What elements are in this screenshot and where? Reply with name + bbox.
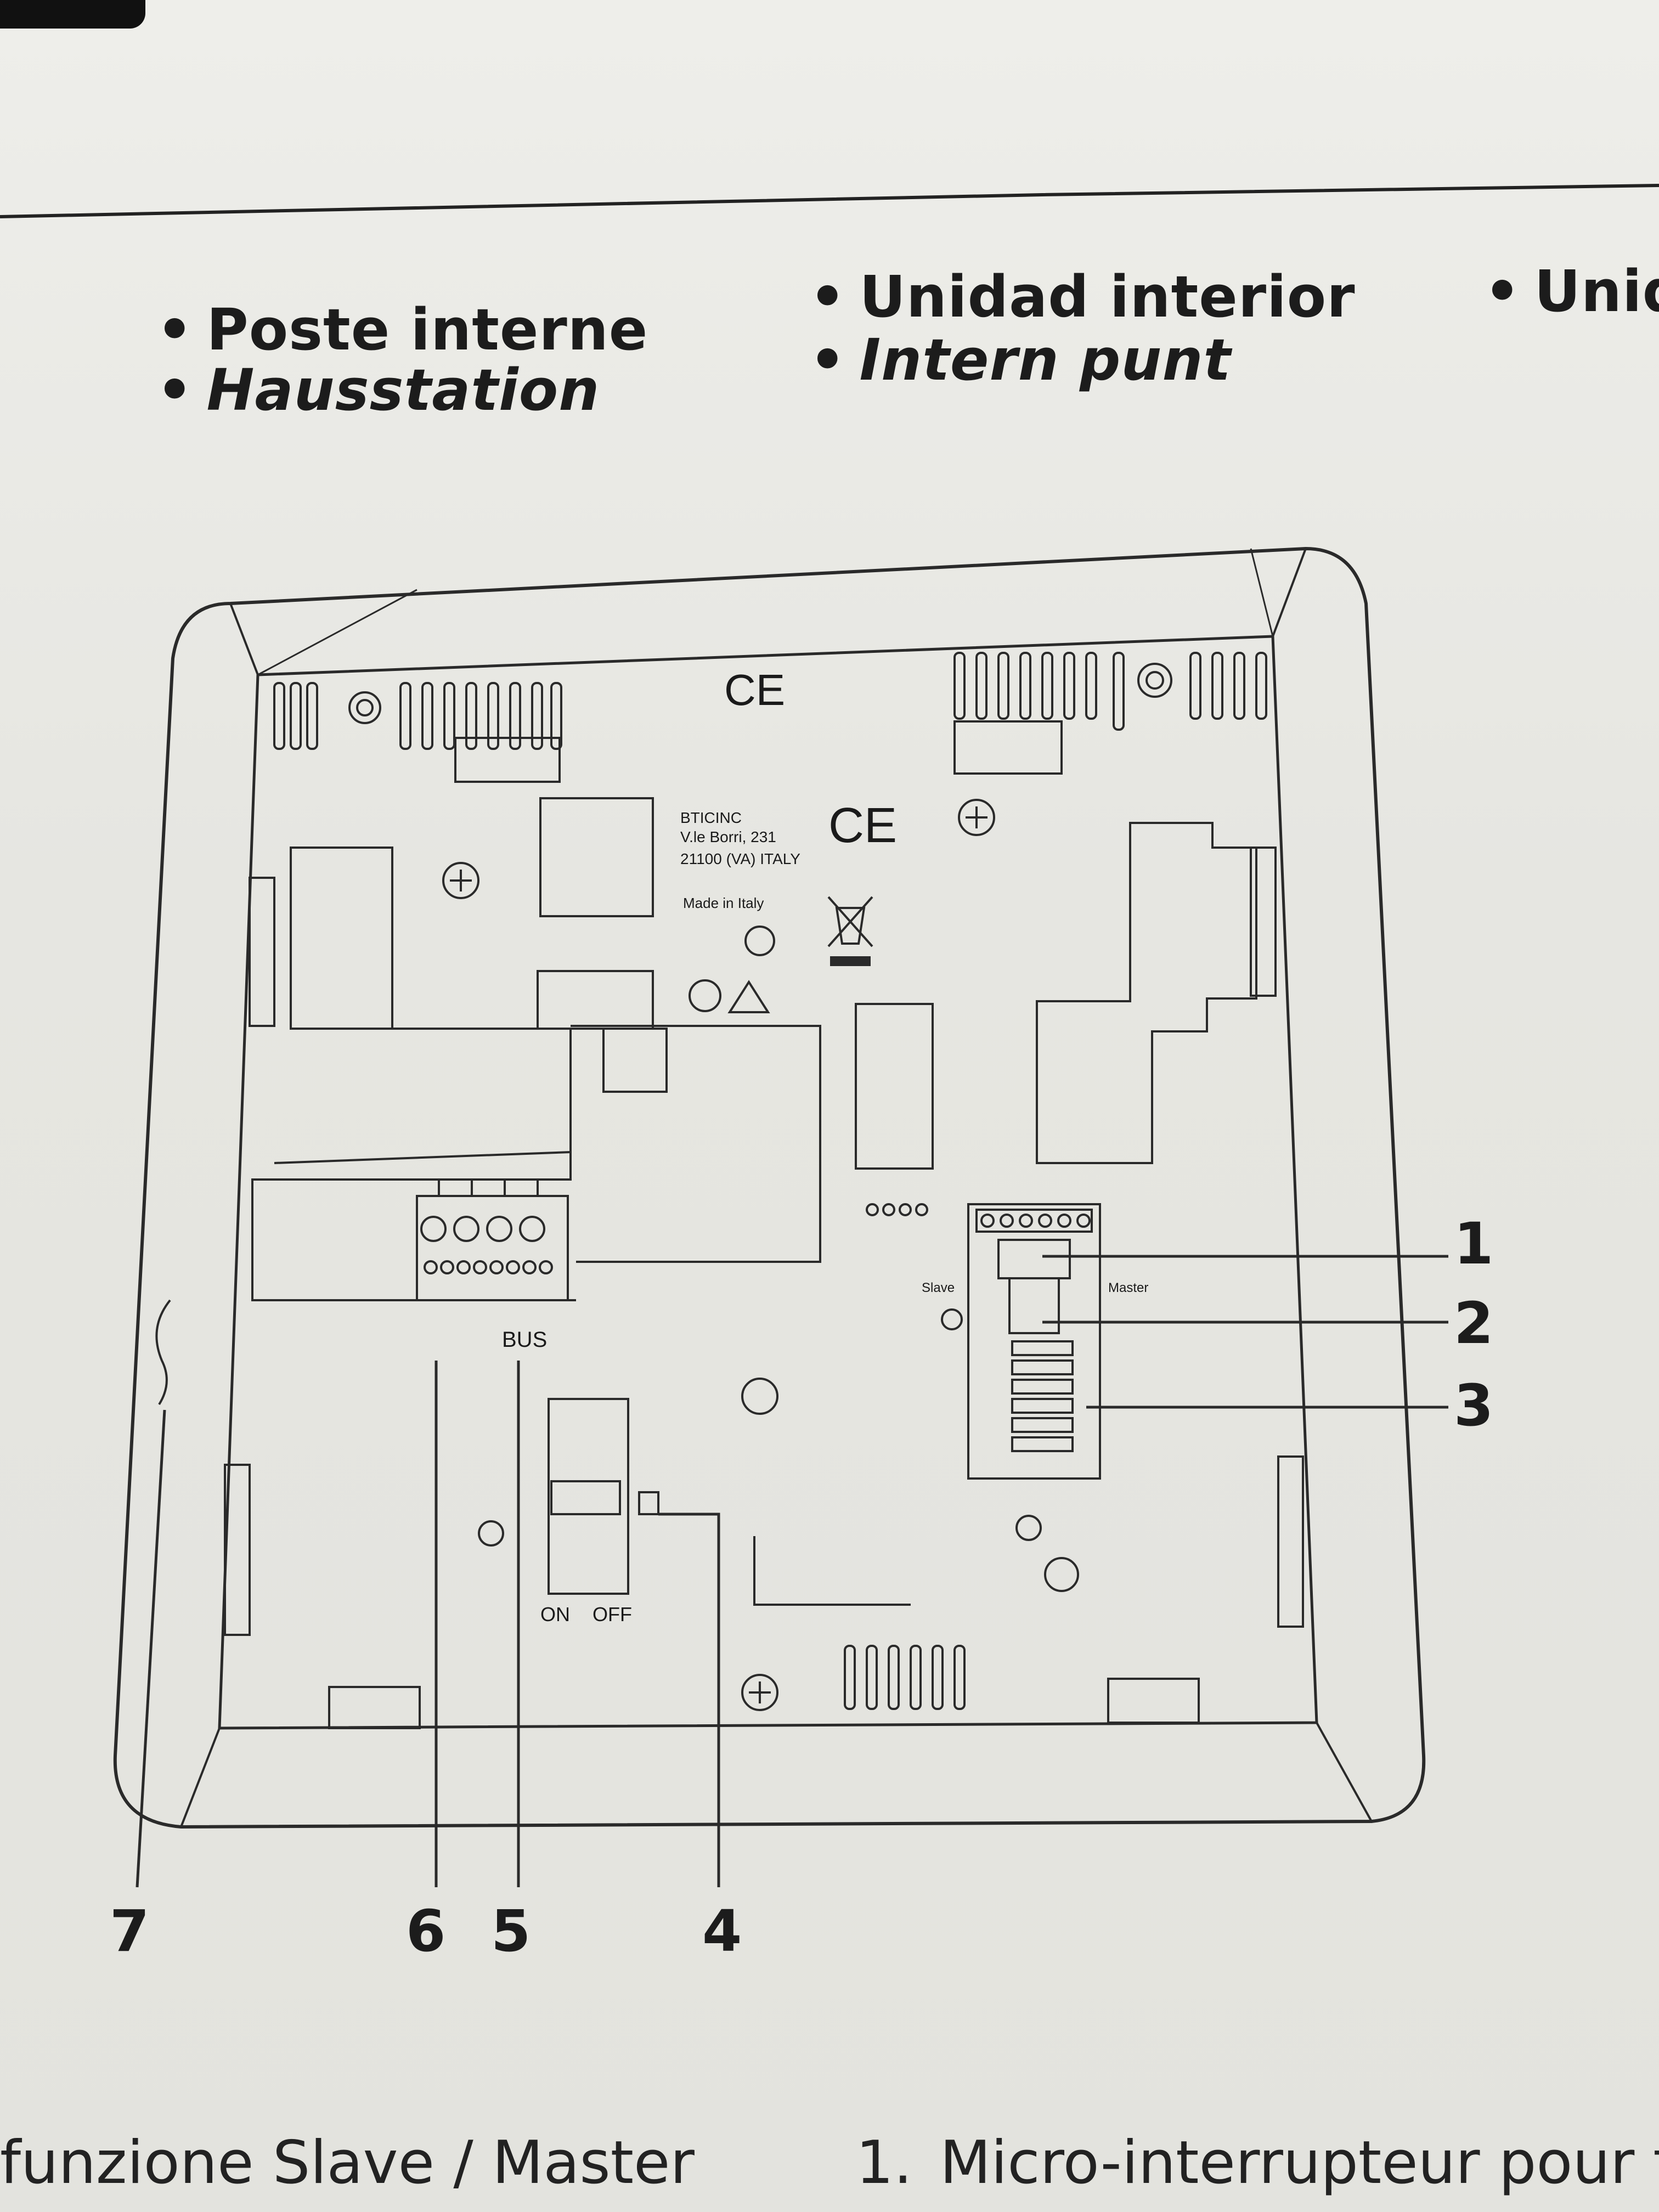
on-label: ON <box>540 1603 570 1626</box>
dip-switch-block <box>967 1203 1101 1480</box>
ce-mark-label: CE <box>828 798 897 853</box>
bus-label: BUS <box>502 1328 547 1352</box>
footer-text-left: funzione Slave / Master <box>0 2129 695 2197</box>
callout-1: 1 <box>1454 1210 1494 1277</box>
header-logo-fragment <box>0 0 145 29</box>
callout-2: 2 <box>1454 1290 1494 1357</box>
heading-intern-punt: •Intern punt <box>809 326 1232 393</box>
device-back-diagram: CE CE BTICINC V.le Borri, 231 21100 (VA)… <box>113 547 1448 1888</box>
manufacturer-line-2: V.le Borri, 231 <box>680 828 776 845</box>
callout-6: 6 <box>406 1898 446 1965</box>
heading-unidad-interior: •Unidad interior <box>809 263 1356 330</box>
footer-item-number: 1. <box>856 2129 913 2197</box>
top-left-vents <box>273 682 562 783</box>
callout-3: 3 <box>1454 1372 1494 1439</box>
made-in-label: Made in Italy <box>683 895 764 911</box>
footer-text-right: 1. Micro-interrupteur pour f <box>856 2129 1659 2197</box>
terminal-block <box>416 1195 569 1301</box>
inner-frame <box>218 635 1318 1730</box>
top-divider-line <box>0 184 1659 218</box>
ce-mark-top: CE <box>724 665 785 714</box>
housing-outline <box>113 547 1426 1829</box>
on-off-switch <box>548 1398 629 1595</box>
leader-4 <box>658 1513 720 1887</box>
off-label: OFF <box>592 1603 632 1626</box>
leader-7 <box>136 1409 166 1888</box>
master-label: Master <box>1108 1280 1148 1295</box>
callout-7: 7 <box>110 1898 150 1965</box>
manufacturer-line-1: BTICINC <box>680 809 742 826</box>
heading-poste-interne: •Poste interne <box>156 296 648 363</box>
callout-4: 4 <box>702 1898 742 1965</box>
heading-unid: •Unid <box>1484 258 1659 325</box>
top-right-vents <box>953 652 1267 775</box>
callout-5: 5 <box>491 1898 531 1965</box>
heading-hausstation: •Hausstation <box>156 357 600 424</box>
slave-label: Slave <box>922 1280 955 1295</box>
manufacturer-line-3: 21100 (VA) ITALY <box>680 850 800 867</box>
footer-item-text: Micro-interrupteur pour f <box>940 2129 1659 2197</box>
